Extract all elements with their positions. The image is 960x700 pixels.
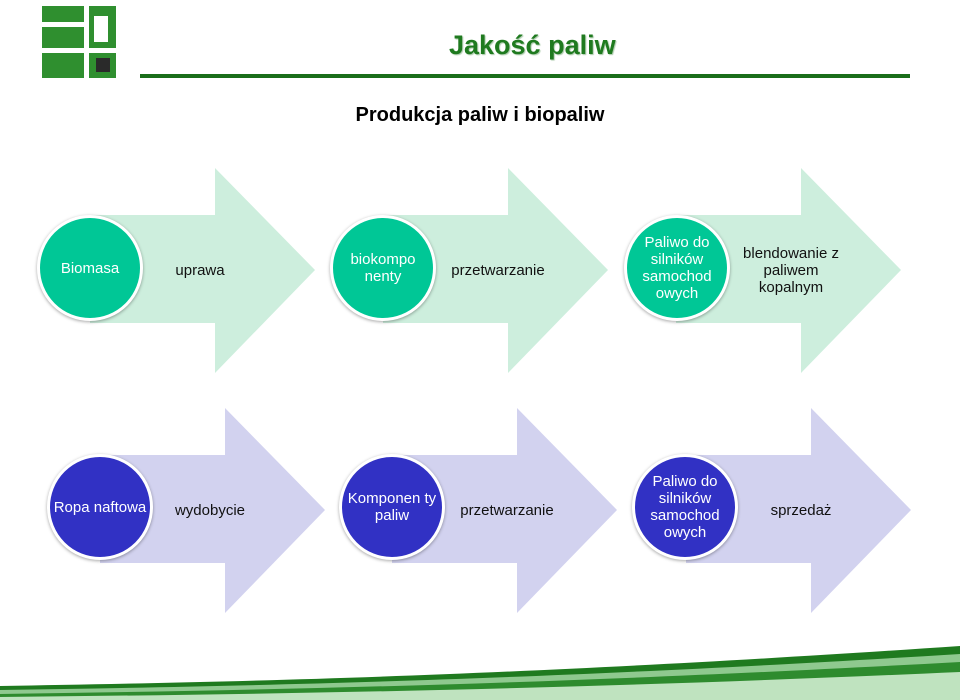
process-label: wydobycie [174, 502, 246, 519]
page-title: Jakość paliw [449, 30, 616, 60]
biofuel-process-flow: uprawa Biomasa przetwarzanie biokompo ne… [0, 168, 960, 373]
process-label: przetwarzanie [451, 262, 545, 279]
component-node: biokompo nenty [330, 215, 436, 321]
process-arrow [686, 408, 911, 613]
process-arrow [383, 168, 608, 373]
process-arrow [676, 168, 901, 373]
output-node: Paliwo do silników samochod owych [632, 454, 738, 560]
output-node: Paliwo do silników samochod owych [624, 215, 730, 321]
process-label: blendowanie z paliwem kopalnym [743, 245, 839, 296]
input-node: Biomasa [37, 215, 143, 321]
process-arrow [392, 408, 617, 613]
title-underline [140, 74, 910, 78]
company-logo [42, 6, 116, 78]
process-label: uprawa [175, 262, 225, 279]
fossil-fuel-process-flow: wydobycie Ropa naftowa przetwarzanie Kom… [0, 408, 960, 613]
input-node: Ropa naftowa [47, 454, 153, 560]
process-label: przetwarzanie [460, 502, 554, 519]
process-arrow [100, 408, 325, 613]
page-subtitle: Produkcja paliw i biopaliw [355, 104, 605, 126]
process-label: sprzedaż [770, 502, 832, 519]
decorative-wave [0, 646, 960, 700]
component-node: Komponen ty paliw [339, 454, 445, 560]
process-arrow [90, 168, 315, 373]
